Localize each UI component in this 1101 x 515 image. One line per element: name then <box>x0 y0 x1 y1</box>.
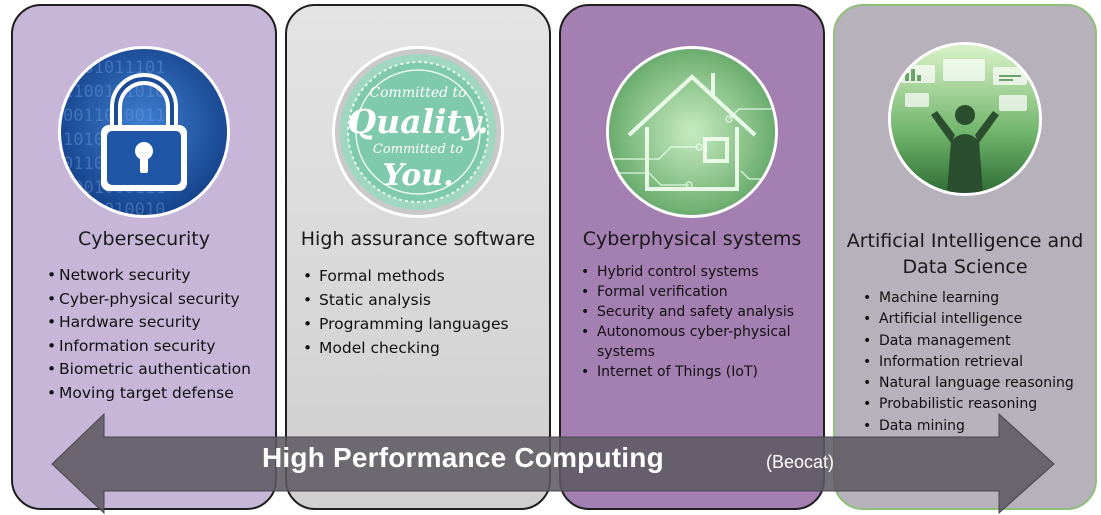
topic-list: Machine learning Artificial intelligence… <box>863 288 1074 437</box>
list-item: Hardware security <box>47 311 251 335</box>
banner-title: High Performance Computing <box>262 442 664 473</box>
list-item: Security and safety analysis <box>581 302 806 322</box>
topic-list: Network security Cyber-physical security… <box>47 264 251 405</box>
smart-house-icon <box>606 46 778 218</box>
card-cyberphysical-systems: Cyberphysical systems Hybrid control sys… <box>559 4 825 510</box>
list-item: Network security <box>47 264 251 288</box>
padlock-icon: 0101011101 1100101010 0011010011 1010110… <box>58 46 230 218</box>
list-item: Moving target defense <box>47 382 251 406</box>
column-title-line-2: Data Science <box>902 256 1028 278</box>
list-item: Formal verification <box>581 282 806 302</box>
seal-line-2: Quality. <box>347 102 488 141</box>
list-item: Hybrid control systems <box>581 262 806 282</box>
topic-list: Formal methods Static analysis Programmi… <box>303 264 509 360</box>
column-title: Cybersecurity <box>78 228 210 250</box>
banner-subtitle: (Beocat) <box>766 452 835 472</box>
list-item: Natural language reasoning <box>863 373 1074 395</box>
card-cybersecurity: 0101011101 1100101010 0011010011 1010110… <box>11 4 277 510</box>
list-item: Cyber-physical security <box>47 288 251 312</box>
seal-line-1: Committed to <box>369 85 466 101</box>
list-item: Data mining <box>863 416 1074 438</box>
list-item: Model checking <box>303 336 509 360</box>
topic-list: Hybrid control systems Formal verificati… <box>581 262 806 382</box>
column-title: Artificial Intelligence and Data Science <box>835 228 1095 280</box>
list-item: Information retrieval <box>863 352 1074 374</box>
list-item: Artificial intelligence <box>863 309 1074 331</box>
card-ai-data-science: Artificial Intelligence and Data Science… <box>833 4 1097 510</box>
svg-text:0111010010: 0111010010 <box>63 200 165 215</box>
seal-line-3: Committed to <box>373 142 463 157</box>
list-item: Formal methods <box>303 264 509 288</box>
list-item: Programming languages <box>303 312 509 336</box>
list-item: Machine learning <box>863 288 1074 310</box>
card-high-assurance-software: Committed to Quality. Committed to You. … <box>285 4 551 510</box>
list-item: Probabilistic reasoning <box>863 394 1074 416</box>
list-item: Autonomous cyber-physical systems <box>581 322 806 362</box>
list-item: Biometric authentication <box>47 358 251 382</box>
list-item: Data management <box>863 331 1074 353</box>
column-title: High assurance software <box>300 228 536 250</box>
column-title: Cyberphysical systems <box>582 228 802 250</box>
seal-line-4: You. <box>382 158 453 193</box>
column-title-line-1: Artificial Intelligence and <box>846 230 1084 252</box>
data-scientist-icon <box>888 42 1042 196</box>
list-item: Static analysis <box>303 288 509 312</box>
quality-seal-icon: Committed to Quality. Committed to You. <box>332 46 504 218</box>
list-item: Information security <box>47 335 251 359</box>
list-item: Internet of Things (IoT) <box>581 362 806 382</box>
